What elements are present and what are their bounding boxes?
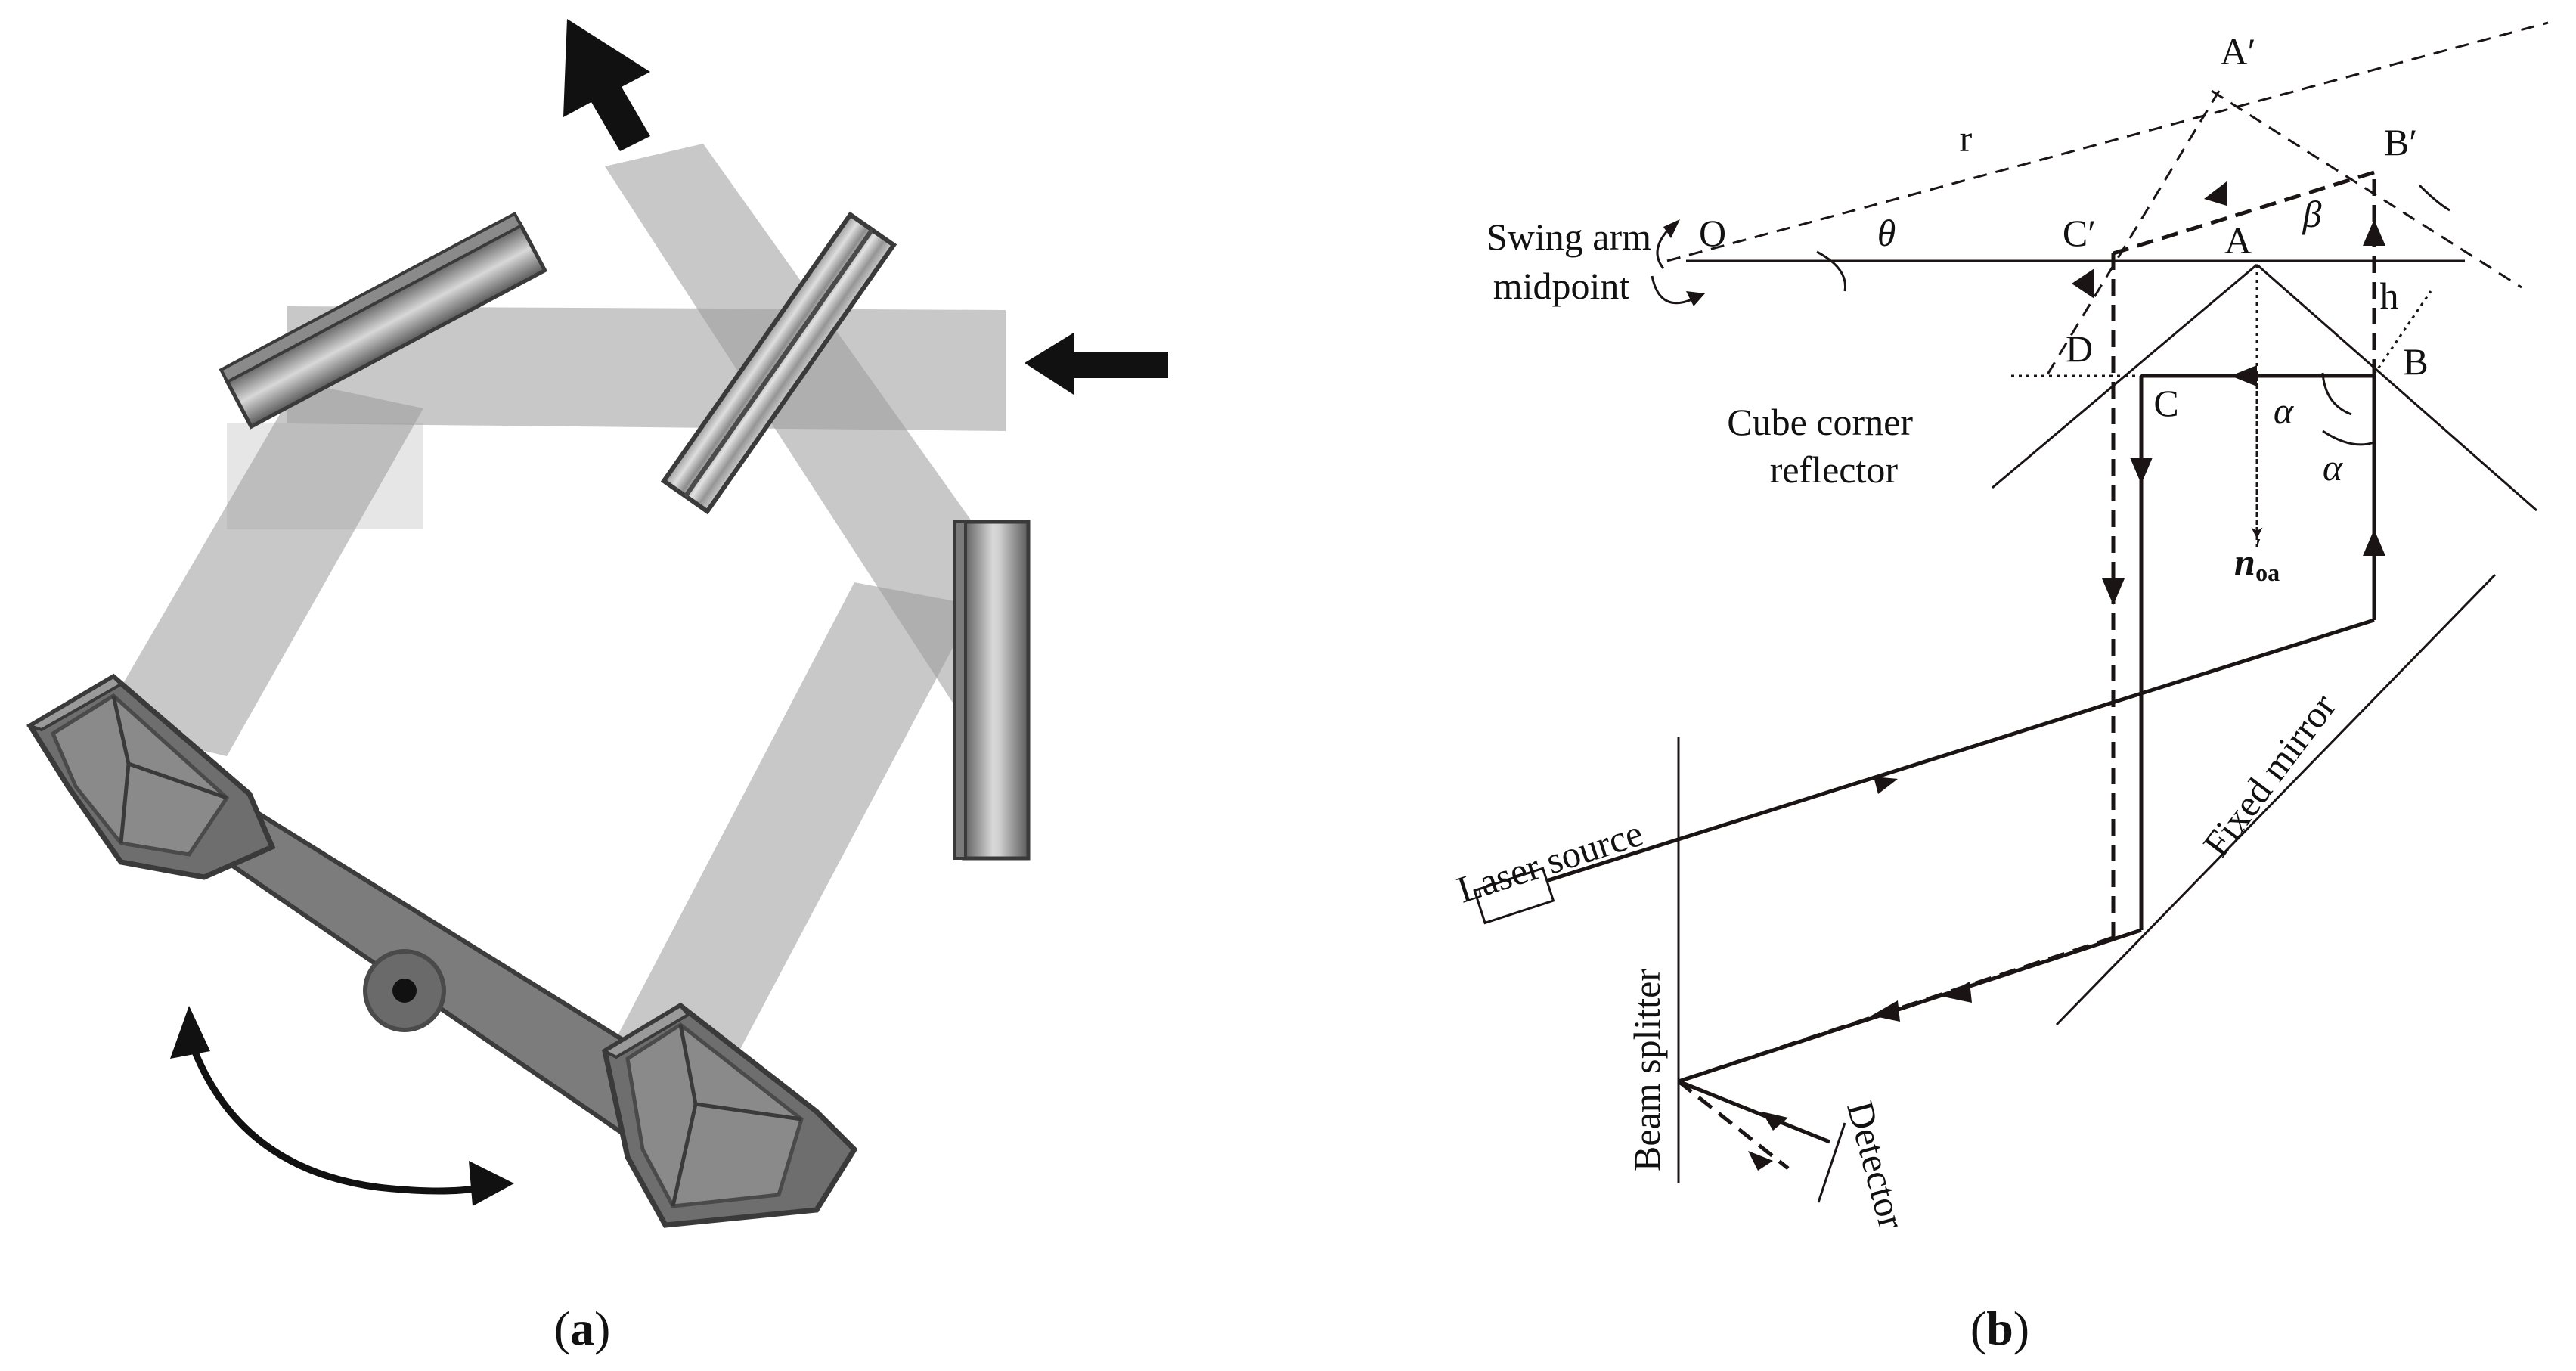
label-theta: θ [1877, 212, 1896, 254]
dashed-beam-path [1677, 170, 2376, 1170]
label-beam-splitter: Beam splitter [1626, 969, 1668, 1171]
laser-beams [98, 144, 1006, 1119]
panel-a-illustration [26, 19, 1168, 1228]
label-c: C [2153, 382, 2178, 424]
caption-b: (b) [1970, 1301, 2029, 1355]
beam-splitter-optic [660, 211, 897, 515]
plane-mirror-top [219, 211, 548, 430]
caption-a: (a) [554, 1301, 611, 1355]
label-b: B [2403, 340, 2428, 383]
cube-corner-right-side [2256, 263, 2537, 512]
beam-direction-arrows [1748, 181, 2385, 1171]
label-c-prime: C′ [2063, 212, 2096, 254]
panel-b-labels: A′ B′ r O θ C′ A β h D B C α α n′oa Swin… [1452, 30, 2428, 1233]
label-a-prime: A′ [2220, 30, 2255, 73]
label-alpha-lower: α [2323, 446, 2344, 489]
swing-rotation-arrow-lower [1651, 275, 1694, 305]
fixed-mirror-line [2055, 573, 2497, 1026]
label-detector: Detector [1839, 1096, 1914, 1233]
plane-mirror-right [953, 520, 1031, 861]
label-b-prime: B′ [2384, 121, 2417, 163]
label-swing-arm-1: Swing arm [1486, 216, 1651, 258]
cube-corner-left [26, 673, 276, 880]
label-cube-corner-1: Cube corner [1727, 401, 1913, 443]
swing-motion-arrow [185, 1034, 485, 1195]
swing-arrowhead-top [170, 1006, 210, 1059]
label-alpha-upper: α [2274, 389, 2295, 432]
helper-lines [2011, 265, 2432, 548]
swing-arrowhead-bottom [469, 1161, 514, 1206]
label-a: A [2224, 219, 2252, 262]
label-swing-arm-2: midpoint [1493, 265, 1630, 307]
pivot-center [392, 979, 417, 1003]
construction-lines [1666, 21, 2549, 379]
label-d: D [2066, 327, 2093, 370]
cube-corner-right [601, 1002, 858, 1228]
panel-b-diagram [1473, 21, 2549, 1203]
solid-beam-path [1545, 374, 2376, 1144]
label-o: O [1699, 212, 1726, 254]
label-fixed-mirror: Fixed mirror [2195, 685, 2345, 864]
detector-line [1817, 1122, 1846, 1203]
laser-source-box [1473, 867, 1555, 925]
label-r: r [1960, 117, 1973, 160]
label-h: h [2380, 275, 2399, 317]
output-beam-arrow [563, 19, 650, 151]
label-n-oa: n′oa [2234, 533, 2280, 586]
input-beam-arrow [1025, 333, 1168, 395]
label-cube-corner-2: reflector [1770, 448, 1899, 491]
label-beta: β [2302, 193, 2322, 235]
